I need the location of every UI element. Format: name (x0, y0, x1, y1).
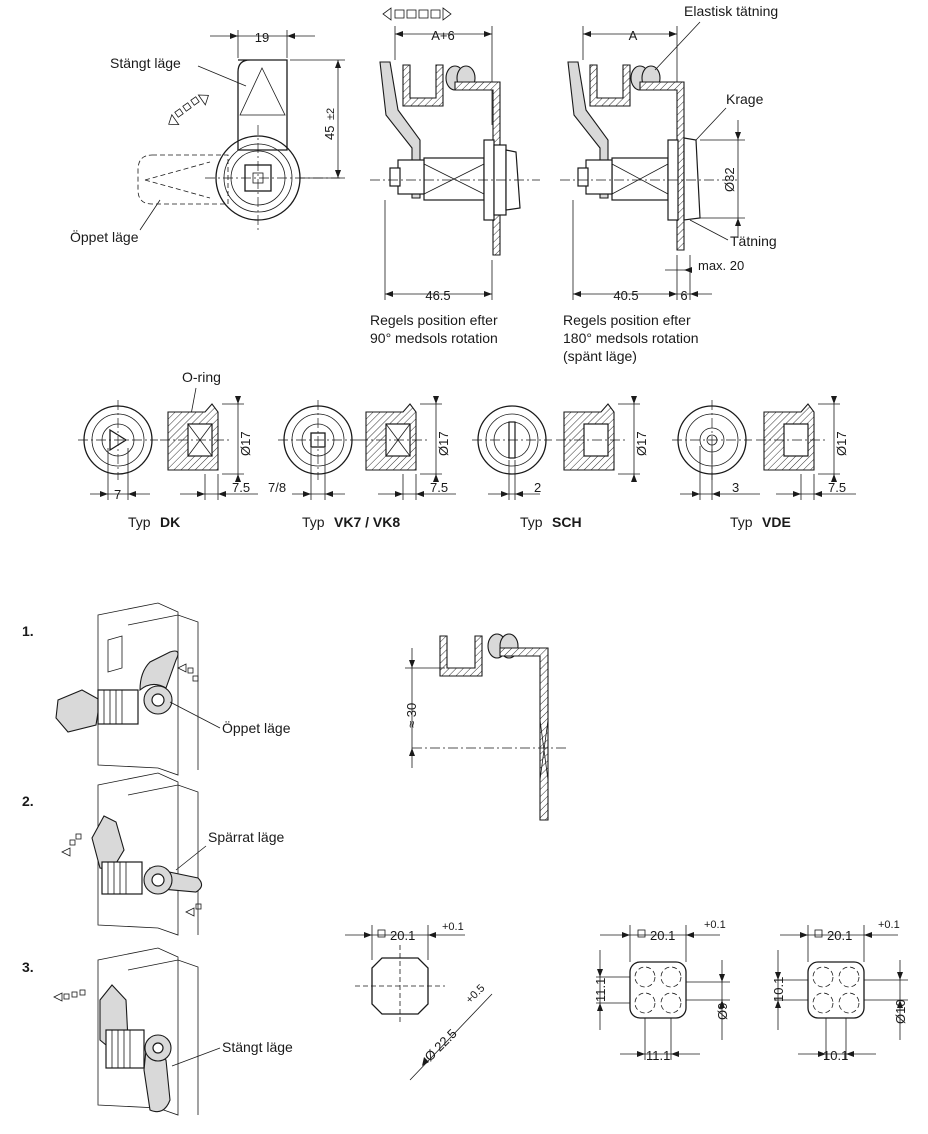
dim-6: 6 (680, 288, 687, 303)
cutout-3: 20.1 +0.1 10.1 10.1 Ø10 (771, 919, 908, 1063)
step-2: 2. Spärrat läge (22, 772, 284, 936)
cutout-3-h: 10.1 (771, 977, 786, 1002)
dk-dim-front: 7 (114, 487, 121, 502)
cutout-3-square: 20.1 (827, 928, 852, 943)
steps: 1. Öppet läge 2. (22, 602, 293, 1116)
step-3-num: 3. (22, 959, 34, 975)
vde-dim-side: Ø17 (834, 431, 849, 456)
vk-prefix: Typ (302, 514, 325, 530)
cutout-2-hole: Ø9 (715, 1003, 730, 1020)
step-3: 3. Stängt läge (22, 947, 293, 1116)
dim-width: 19 (255, 30, 269, 45)
cutout-2-w: 11.1 (646, 1048, 670, 1063)
label-seal: Tätning (730, 233, 777, 249)
label-elastic-seal: Elastisk tätning (684, 3, 778, 19)
cutout-2-tol: +0.1 (704, 919, 726, 931)
dk-prefix: Typ (128, 514, 151, 530)
caption-180-line1: Regels position efter (563, 312, 691, 328)
dim-height: 45 (322, 126, 337, 140)
cutout-1-square: 20.1 (390, 928, 415, 943)
type-dk: Ø17 7 7.5 Typ DK (78, 396, 258, 530)
step-2-label: Spärrat läge (208, 829, 284, 845)
sch-name: SCH (552, 514, 582, 530)
vk-dim-depth: 7.5 (430, 480, 448, 495)
caption-180-line2: 180° medsols rotation (563, 330, 699, 346)
cutout-1-tol: +0.1 (442, 921, 464, 933)
cutout-2: 20.1 +0.1 11.1 11.1 Ø9 (593, 919, 730, 1063)
sch-prefix: Typ (520, 514, 543, 530)
types-row: O-ring Ø17 7 (78, 369, 856, 530)
cutout-1: 20.1 +0.1 Ø 22.5 +0.5 (345, 921, 493, 1081)
type-vk: Ø17 7/8 7.5 Typ VK7 / VK8 (268, 396, 456, 530)
label-closed: Stängt läge (110, 55, 181, 71)
cutout-3-tol: +0.1 (878, 919, 900, 931)
cutout-2-h: 11.1 (593, 978, 608, 1002)
dim-a: A (629, 28, 638, 43)
dim-diameter-32: Ø32 (722, 167, 737, 192)
top-view: 19 45 ±2 Stängt läge Öppet läge (70, 30, 345, 245)
step-2-num: 2. (22, 793, 34, 809)
cutout-3-hole: Ø10 (893, 999, 908, 1024)
vde-dim-front: 3 (732, 480, 739, 495)
caption-90-line2: 90° medsols rotation (370, 330, 498, 346)
caption-90-line1: Regels position efter (370, 312, 498, 328)
dim-approx-30: ≈ 30 (404, 703, 419, 728)
dim-46-5: 46.5 (425, 288, 450, 303)
sch-dim-front: 2 (534, 480, 541, 495)
dk-dim-depth: 7.5 (232, 480, 250, 495)
vde-dim-depth: 7.5 (828, 480, 846, 495)
vde-name: VDE (762, 514, 791, 530)
door-section: ≈ 30 (404, 633, 568, 821)
side-view-1: A+6 46.5 Regels position efter 90° medso… (370, 7, 540, 346)
step-3-label: Stängt läge (222, 1039, 293, 1055)
caption-180-line3: (spänt läge) (563, 348, 637, 364)
label-collar: Krage (726, 91, 764, 107)
step-1: 1. Öppet läge (22, 602, 291, 776)
vk-dim-side: Ø17 (436, 431, 451, 456)
sch-dim-side: Ø17 (634, 431, 649, 456)
vk-name: VK7 / VK8 (334, 514, 400, 530)
side-view-2: A Ø32 Elastisk tätning Krage Tätning max… (560, 3, 778, 364)
vde-prefix: Typ (730, 514, 753, 530)
dk-dim-side: Ø17 (238, 431, 253, 456)
dim-height-tol: ±2 (325, 108, 337, 120)
vk-dim-front: 7/8 (268, 480, 286, 495)
direction-arrow-icon (382, 7, 452, 21)
cutout-2-square: 20.1 (650, 928, 675, 943)
dim-a-plus-6: A+6 (431, 28, 455, 43)
type-sch: Ø17 2 Typ SCH (472, 396, 649, 530)
rotate-arrows-icon (168, 94, 209, 126)
label-open: Öppet läge (70, 228, 139, 245)
label-o-ring: O-ring (182, 369, 221, 385)
type-vde: Ø17 3 7.5 Typ VDE (672, 396, 856, 530)
step-1-label: Öppet läge (222, 719, 291, 736)
cutout-1-diameter: Ø 22.5 (422, 1026, 460, 1064)
dim-40-5: 40.5 (613, 288, 638, 303)
dk-name: DK (160, 514, 180, 530)
dim-max-20: max. 20 (698, 258, 744, 273)
cutout-3-w: 10.1 (823, 1048, 848, 1063)
step-1-num: 1. (22, 623, 34, 639)
